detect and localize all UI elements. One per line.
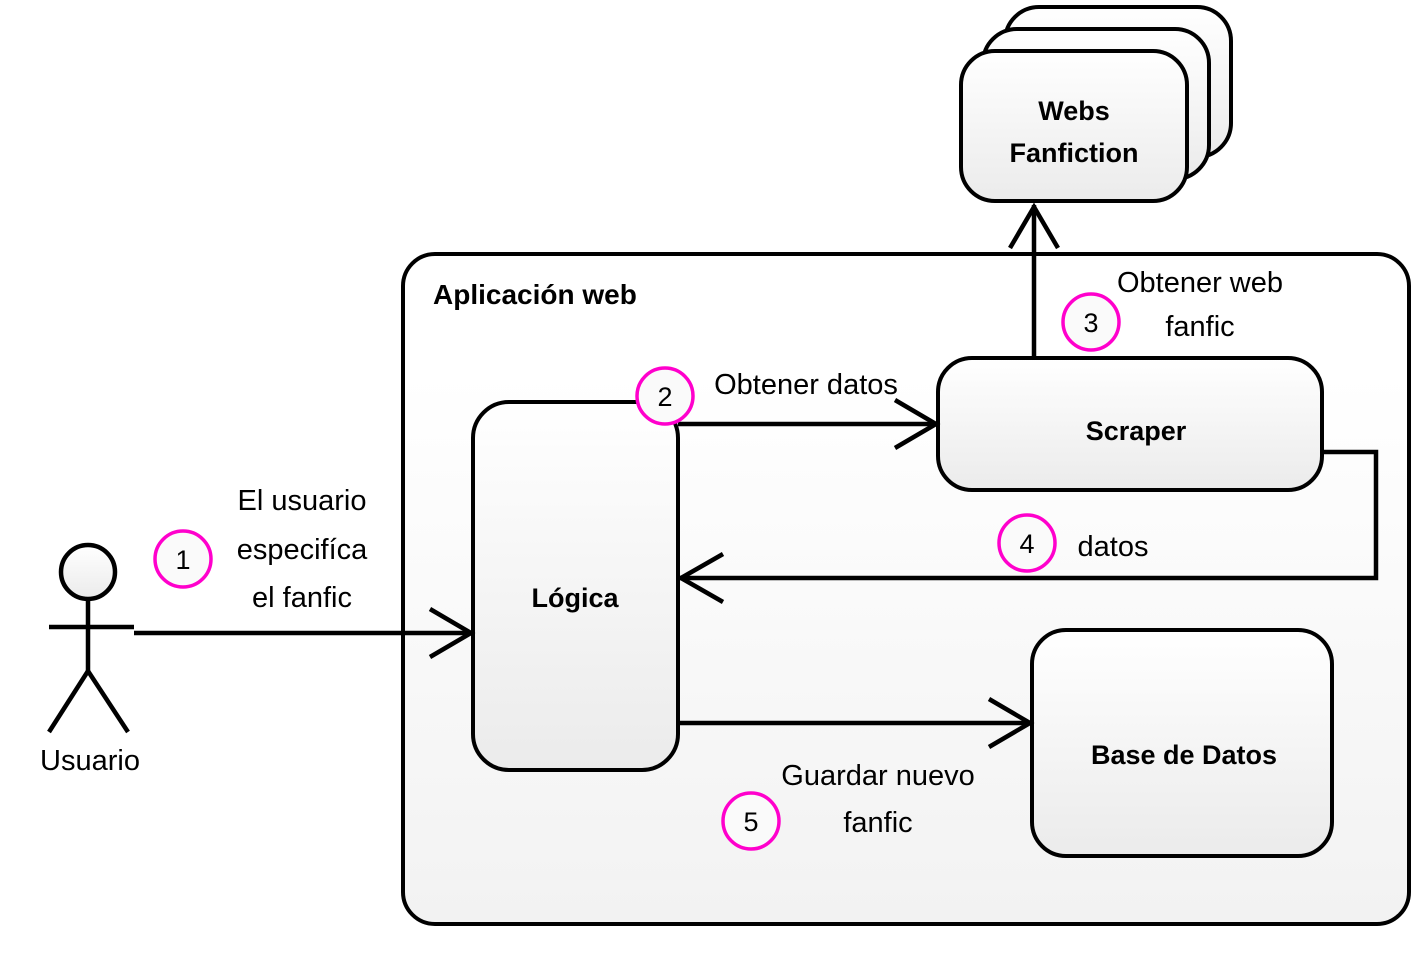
container-title: Aplicación web: [433, 279, 637, 310]
edge-2-label: Obtener datos: [714, 369, 898, 401]
usuario-actor[interactable]: Usuario: [40, 542, 140, 777]
logica-label: Lógica: [531, 583, 619, 613]
edge-4-scraper-to-logica[interactable]: datos 4: [676, 449, 1379, 604]
webs-fanfiction-node[interactable]: Webs Fanfiction: [959, 5, 1233, 203]
edge-1-label-line1: El usuario: [238, 485, 367, 517]
edge-5-label-line2: fanfic: [843, 807, 912, 839]
webs-fanfiction-label-line2: Fanfiction: [1010, 138, 1139, 168]
step-badge-2-circle: [635, 366, 695, 426]
edge-2-arrowhead-icon: [893, 398, 941, 450]
step-badge-2-number: 2: [657, 382, 672, 412]
edge-3-label-line2: fanfic: [1165, 311, 1234, 343]
edge-5-arrowhead-icon: [987, 697, 1035, 749]
edge-1-label-line2: especifíca: [237, 534, 368, 566]
actor-label: Usuario: [40, 745, 140, 777]
logica-box: [471, 400, 680, 772]
edge-4-label: datos: [1078, 531, 1149, 563]
actor-left-leg: [47, 669, 90, 734]
scraper-node[interactable]: Scraper: [936, 356, 1324, 492]
step-badge-1-circle: [153, 529, 213, 589]
edge-3-label-line1: Obtener web: [1117, 267, 1283, 299]
base-de-datos-node[interactable]: Base de Datos: [1030, 628, 1334, 858]
base-de-datos-label: Base de Datos: [1091, 740, 1277, 770]
base-de-datos-box: [1030, 628, 1334, 858]
step-badge-4-circle: [997, 513, 1057, 573]
scraper-label: Scraper: [1086, 416, 1187, 446]
step-badge-3-number: 3: [1083, 308, 1098, 338]
edge-5-label-line1: Guardar nuevo: [781, 760, 974, 792]
edge-1-usuario-to-logica[interactable]: El usuario especifíca el fanfic 1: [134, 485, 476, 659]
edge-4-arrowhead-icon: [676, 552, 725, 604]
edge-3-scraper-to-webs[interactable]: Obtener web fanfic 3: [1008, 202, 1283, 358]
actor-right-leg: [86, 669, 130, 734]
edge-5-logica-to-database[interactable]: Guardar nuevo fanfic 5: [678, 697, 1035, 851]
edge-3-arrowhead-icon: [1008, 202, 1060, 250]
webs-fanfiction-stack-front: [959, 49, 1189, 203]
step-badge-3-circle: [1061, 292, 1121, 352]
logica-node[interactable]: Lógica: [471, 400, 680, 772]
edge-1-arrowhead-icon: [428, 607, 476, 659]
edge-1-label-line3: el fanfic: [252, 582, 352, 614]
step-badge-5-number: 5: [743, 807, 758, 837]
actor-head-icon: [58, 542, 118, 602]
edge-2-logica-to-scraper[interactable]: Obtener datos 2: [635, 366, 941, 450]
step-badge-5-circle: [721, 791, 781, 851]
step-badge-4-number: 4: [1019, 529, 1034, 559]
step-badge-1-number: 1: [175, 545, 190, 575]
webs-fanfiction-label-line1: Webs: [1038, 96, 1110, 126]
edge-4-line: [678, 449, 1379, 581]
